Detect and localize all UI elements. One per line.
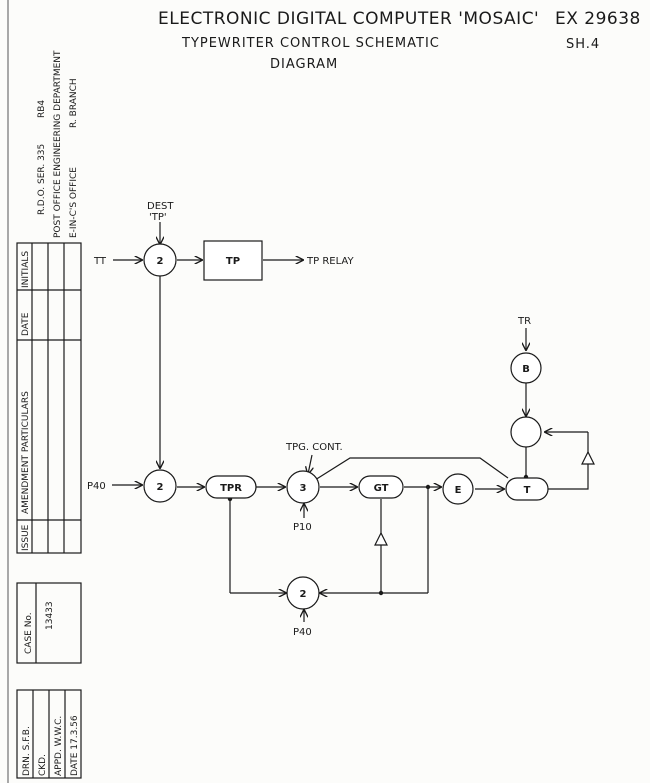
gate-mid-label: 2 (157, 482, 164, 493)
signature-box: DRN. S.F.B. CKD. APPD. W.W.C. DATE 17.3.… (16, 689, 82, 779)
gate-top-label: 2 (157, 256, 164, 267)
b-label: B (522, 364, 530, 375)
dest-tp-label: 'TP' (149, 212, 167, 223)
gate-3: 3 (286, 470, 320, 504)
amendment-table: INITIALS DATE AMENDMENT PARTICULARS ISSU… (16, 242, 82, 554)
gate-3-label: 3 (300, 483, 307, 494)
sheet-number: SH.4 (566, 37, 600, 52)
office-text: E-IN-C'S OFFICE (69, 167, 79, 238)
code-text: RB4 (37, 100, 47, 118)
tr-label: TR (517, 316, 531, 327)
col-amendment: AMENDMENT PARTICULARS (21, 391, 31, 514)
sidebar-header-text: RB4 R.D.O. SER. 335 POST OFFICE ENGINEER… (37, 50, 79, 238)
gate-mid: 2 (143, 469, 177, 503)
col-initials: INITIALS (21, 251, 31, 288)
tp-relay-label: TP RELAY (306, 256, 354, 267)
approved-by: APPD. W.W.C. (54, 716, 64, 776)
drawn-by: DRN. S.F.B. (22, 726, 32, 776)
case-label: CASE No. (24, 612, 34, 654)
p40-left-label: P40 (87, 481, 106, 492)
ref-text: R.D.O. SER. 335 (37, 144, 47, 215)
branch-text: R. BRANCH (69, 78, 79, 128)
drawing-number: EX 29638 (555, 9, 641, 29)
subtitle-diagram: DIAGRAM (270, 57, 338, 72)
wiring (112, 222, 595, 622)
e-node: E (442, 473, 474, 505)
gate-bottom-label: 2 (300, 589, 307, 600)
case-number: 13433 (45, 601, 55, 630)
tpr-node: TPR (205, 475, 257, 499)
gt-node: GT (358, 475, 404, 499)
p40-bottom-label: P40 (293, 627, 312, 638)
p10-label: P10 (293, 522, 312, 533)
tp-box-label: TP (226, 256, 240, 267)
e-label: E (455, 485, 462, 496)
tpg-cont-label: TPG. CONT. (285, 442, 343, 453)
t-node: T (505, 477, 549, 501)
unlabeled-circle-node (510, 416, 542, 448)
tp-box: TP (203, 240, 263, 281)
gate-top: 2 (143, 243, 177, 277)
tpr-label: TPR (220, 483, 242, 494)
tt-label: TT (93, 256, 107, 267)
t-label: T (524, 485, 531, 496)
date-text: DATE 17.3.56 (70, 715, 80, 776)
col-issue: ISSUE (21, 524, 31, 551)
title: ELECTRONIC DIGITAL COMPUTER 'MOSAIC' (158, 9, 539, 29)
col-date: DATE (21, 312, 31, 336)
gt-label: GT (374, 483, 389, 494)
dest-label: DEST (147, 201, 174, 212)
subtitle: TYPEWRITER CONTROL SCHEMATIC (181, 36, 440, 51)
department-text: POST OFFICE ENGINEERING DEPARTMENT (53, 50, 63, 238)
checked-by: CKD. (38, 754, 48, 776)
b-node: B (510, 352, 542, 384)
case-box: CASE No. 13433 (16, 582, 82, 664)
gate-bottom: 2 (286, 576, 320, 610)
